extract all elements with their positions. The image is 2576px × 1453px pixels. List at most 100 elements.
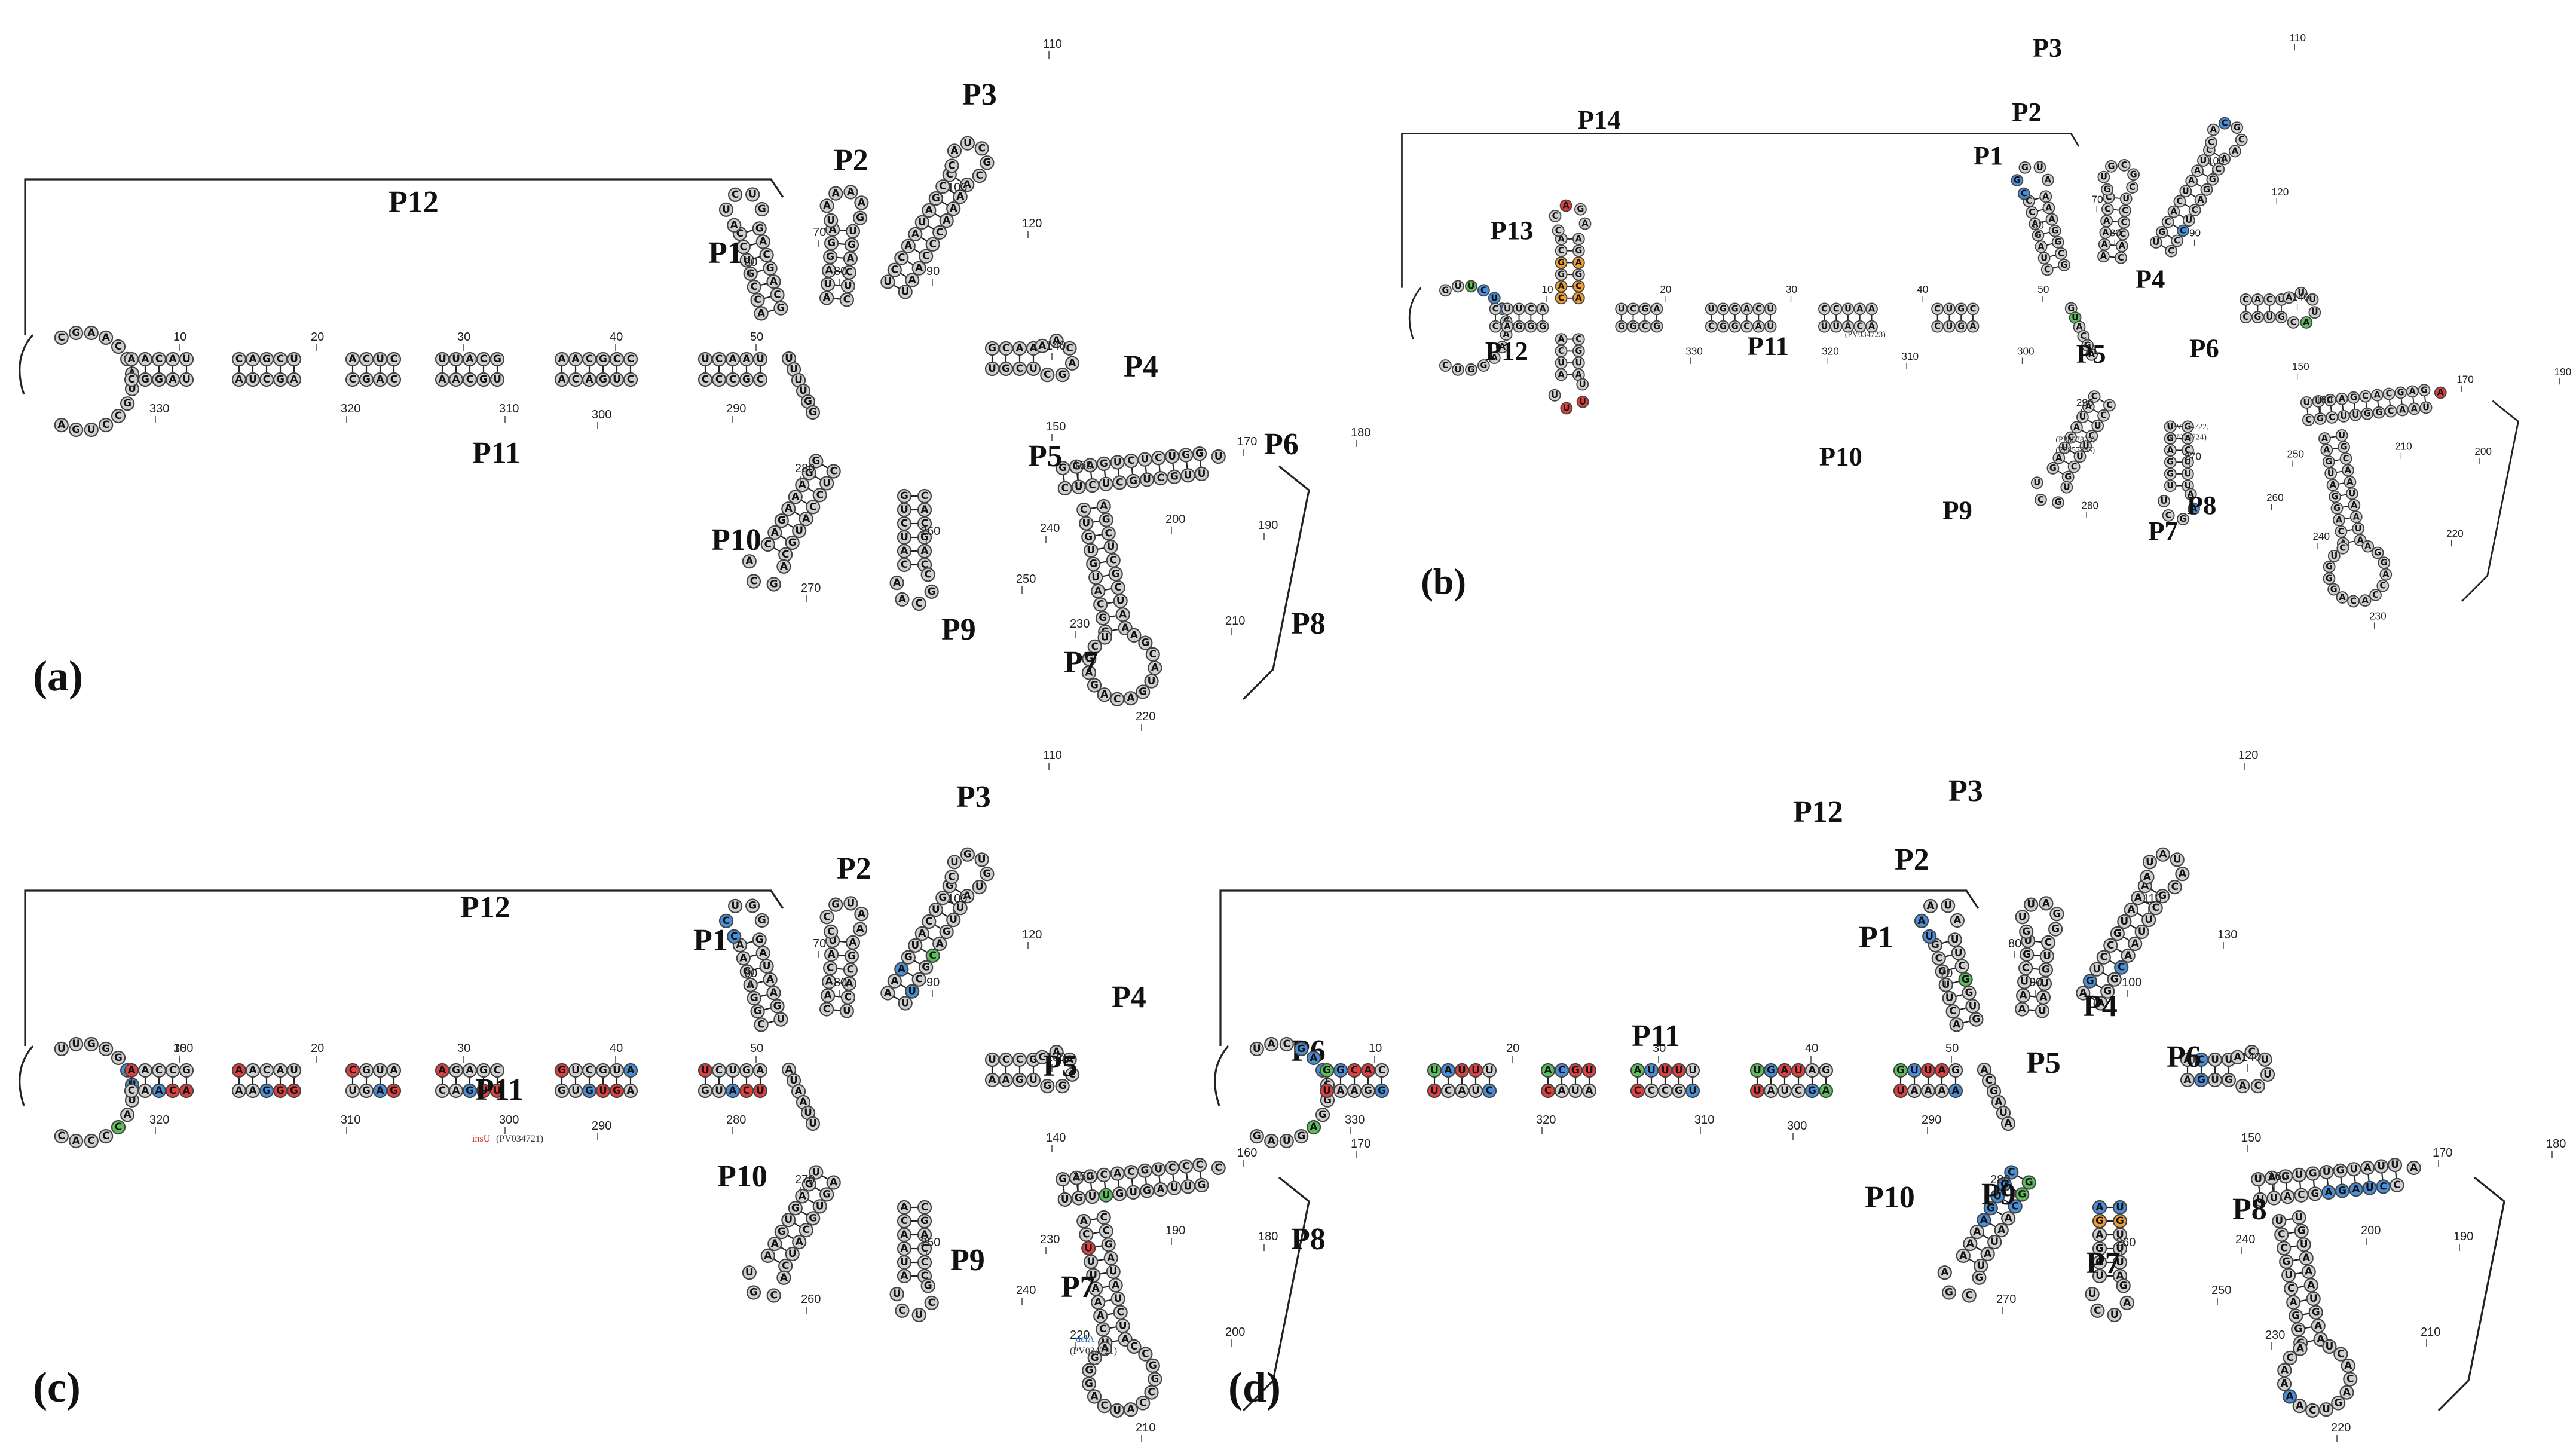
nucleotide: G bbox=[1650, 320, 1663, 333]
svg-text:U: U bbox=[2322, 1403, 2330, 1415]
helix-label-p5: P5 bbox=[1043, 1049, 1078, 1083]
svg-text:A: A bbox=[900, 545, 908, 557]
nucleotide: U bbox=[898, 996, 913, 1011]
nucleotide: A bbox=[739, 351, 754, 367]
nucleotide: U bbox=[372, 1063, 388, 1078]
nucleotide: A bbox=[1097, 687, 1112, 702]
svg-text:A: A bbox=[1504, 322, 1511, 332]
svg-text:U: U bbox=[1154, 1163, 1162, 1175]
nucleotide: U bbox=[476, 1083, 491, 1099]
nucleotide: A bbox=[2045, 213, 2058, 226]
nucleotide: U bbox=[1103, 539, 1118, 555]
base-pair bbox=[837, 954, 846, 956]
svg-text:U: U bbox=[1084, 1242, 1093, 1254]
svg-text:G: G bbox=[1577, 204, 1584, 215]
svg-text:U: U bbox=[1116, 595, 1125, 607]
terminal-bracket bbox=[19, 334, 34, 395]
nucleotide: U bbox=[1468, 1083, 1483, 1099]
svg-text:G: G bbox=[1015, 1074, 1024, 1086]
position-number-label: 10 bbox=[173, 331, 186, 344]
svg-text:A: A bbox=[799, 479, 807, 491]
svg-text:U: U bbox=[901, 286, 910, 298]
position-number-label: 70 bbox=[1939, 967, 1953, 980]
svg-text:G: G bbox=[2282, 1256, 2290, 1268]
position-number-label: 330 bbox=[149, 402, 169, 415]
nucleotide: G bbox=[984, 341, 1000, 356]
svg-text:C: C bbox=[1558, 1064, 1565, 1076]
nucleotide: C bbox=[1144, 1385, 1159, 1400]
nucleotide: G bbox=[2064, 302, 2078, 315]
helix-label-p8: P8 bbox=[1291, 1222, 1326, 1256]
base-pair bbox=[2081, 429, 2088, 434]
nucleotide: A bbox=[2207, 123, 2220, 136]
position-number-label: 310 bbox=[1901, 350, 1919, 362]
base-pair bbox=[2342, 404, 2344, 411]
position-number-label: 220 bbox=[2446, 528, 2464, 540]
svg-text:U: U bbox=[1075, 481, 1083, 493]
svg-text:A: A bbox=[2296, 1343, 2305, 1355]
nucleotide: G bbox=[920, 1278, 935, 1293]
nucleotide: U bbox=[1319, 1083, 1335, 1099]
svg-text:A: A bbox=[1585, 1085, 1593, 1097]
svg-text:A: A bbox=[235, 374, 243, 386]
nucleotide: C bbox=[1555, 344, 1568, 357]
nucleotide: A bbox=[1012, 341, 1027, 356]
svg-text:G: G bbox=[2333, 503, 2341, 513]
nucleotide: G bbox=[2251, 311, 2264, 324]
svg-text:A: A bbox=[891, 975, 899, 987]
nucleotide: A bbox=[2406, 1160, 2421, 1176]
nucleotide: C bbox=[1347, 1063, 1362, 1078]
nucleotide: C bbox=[711, 1063, 727, 1078]
svg-text:A: A bbox=[858, 197, 866, 209]
nucleotide: C bbox=[1110, 692, 1125, 706]
nucleotide: U bbox=[2170, 852, 2185, 867]
base-pair bbox=[800, 499, 808, 504]
helix-label-p6: P6 bbox=[2189, 334, 2219, 363]
svg-text:U: U bbox=[2144, 914, 2153, 926]
nucleotide: U bbox=[727, 898, 743, 913]
svg-text:A: A bbox=[1336, 1085, 1345, 1097]
base-pair bbox=[2286, 1183, 2288, 1191]
nucleotide: U bbox=[1482, 1063, 1497, 1078]
base-pair bbox=[1117, 1180, 1120, 1188]
nucleotide: U bbox=[697, 351, 713, 367]
nucleotide: C bbox=[1489, 320, 1502, 333]
svg-text:G: G bbox=[2116, 1215, 2124, 1227]
nucleotide: A bbox=[120, 1108, 135, 1122]
svg-text:A: A bbox=[1558, 282, 1565, 292]
nucleotide: U bbox=[2117, 914, 2132, 929]
nucleotide: U bbox=[2251, 1171, 2266, 1187]
base-pair bbox=[2297, 1286, 2305, 1289]
base-pair bbox=[753, 256, 761, 259]
nucleotide: C bbox=[917, 488, 932, 504]
svg-text:A: A bbox=[956, 191, 965, 203]
nucleotide: U bbox=[2312, 394, 2325, 408]
svg-text:U: U bbox=[1109, 1266, 1118, 1278]
nucleotide: U bbox=[1071, 479, 1086, 494]
nucleotide: C bbox=[1124, 1164, 1139, 1180]
svg-text:U: U bbox=[2254, 1173, 2262, 1185]
nucleotide: A bbox=[245, 351, 261, 367]
nucleotide: G bbox=[1086, 556, 1101, 571]
svg-text:A: A bbox=[2020, 990, 2028, 1002]
nucleotide: A bbox=[2277, 1363, 2292, 1378]
svg-text:G: G bbox=[1058, 1173, 1067, 1185]
base-pair bbox=[2400, 398, 2403, 405]
nucleotide: A bbox=[179, 1083, 194, 1099]
svg-text:G: G bbox=[809, 1212, 817, 1224]
position-number-label: 240 bbox=[1016, 1284, 1036, 1297]
svg-text:C: C bbox=[349, 1064, 356, 1076]
nucleotide: A bbox=[917, 1227, 932, 1243]
svg-text:C: C bbox=[2037, 495, 2044, 505]
nucleotide: G bbox=[179, 1063, 194, 1078]
base-pair bbox=[2304, 1326, 2312, 1329]
svg-text:G: G bbox=[766, 262, 775, 274]
svg-text:G: G bbox=[276, 1085, 284, 1097]
nucleotide: U bbox=[2182, 467, 2194, 481]
svg-text:A: A bbox=[2352, 1183, 2360, 1195]
svg-text:A: A bbox=[376, 374, 384, 386]
nucleotide: A bbox=[2348, 498, 2361, 512]
nucleotide: G bbox=[554, 1063, 570, 1078]
svg-text:U: U bbox=[2018, 911, 2027, 923]
nucleotide: C bbox=[623, 372, 638, 387]
